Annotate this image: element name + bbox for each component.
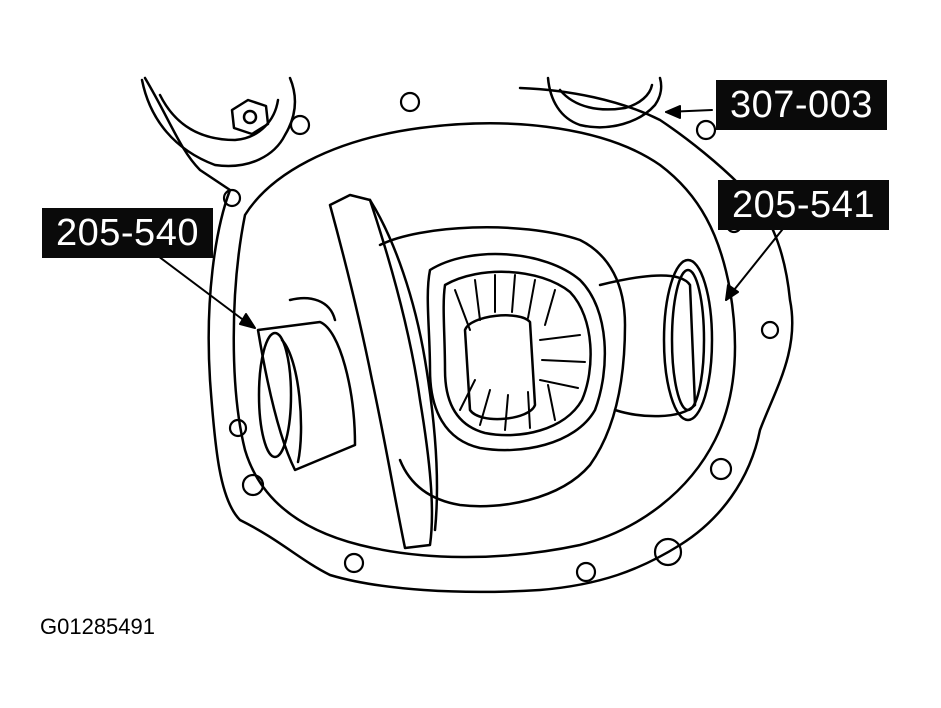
left-bearing-face (257, 331, 293, 459)
figure-id-text: G01285491 (40, 614, 155, 639)
side-gear-teeth (454, 274, 586, 431)
arrow-307 (665, 105, 681, 119)
flange-holes (222, 91, 780, 583)
right-bearing-face-inner (670, 268, 706, 412)
top-tool-left-lobe (140, 76, 297, 168)
ring-gear-flange (328, 193, 434, 550)
top-tool-left-lobe-inner (158, 93, 280, 142)
housing-inner-rim (232, 122, 737, 559)
leader-lines (149, 105, 791, 329)
carrier-window-inner (442, 270, 592, 437)
right-bearing-cup (598, 274, 697, 418)
arrow-540 (239, 313, 256, 329)
left-bearing-body (256, 320, 357, 472)
top-tool-right-lobe (546, 76, 663, 129)
ring-gear-face (368, 198, 439, 532)
carrier-window (426, 252, 607, 452)
pinion-shaft (463, 314, 537, 421)
right-bearing-face (662, 258, 714, 422)
bolt-top-left (230, 98, 270, 136)
left-adapter (288, 296, 337, 322)
housing-flange (143, 76, 794, 594)
carrier-body (378, 226, 627, 508)
callout-label-205-541: 205-541 (718, 180, 889, 230)
top-tool-right-lobe-inner (558, 83, 654, 111)
left-bearing-inner (280, 338, 303, 464)
callout-label-205-540: 205-540 (42, 208, 213, 258)
callout-label-307-003: 307-003 (716, 80, 887, 130)
arrow-541 (725, 284, 739, 301)
